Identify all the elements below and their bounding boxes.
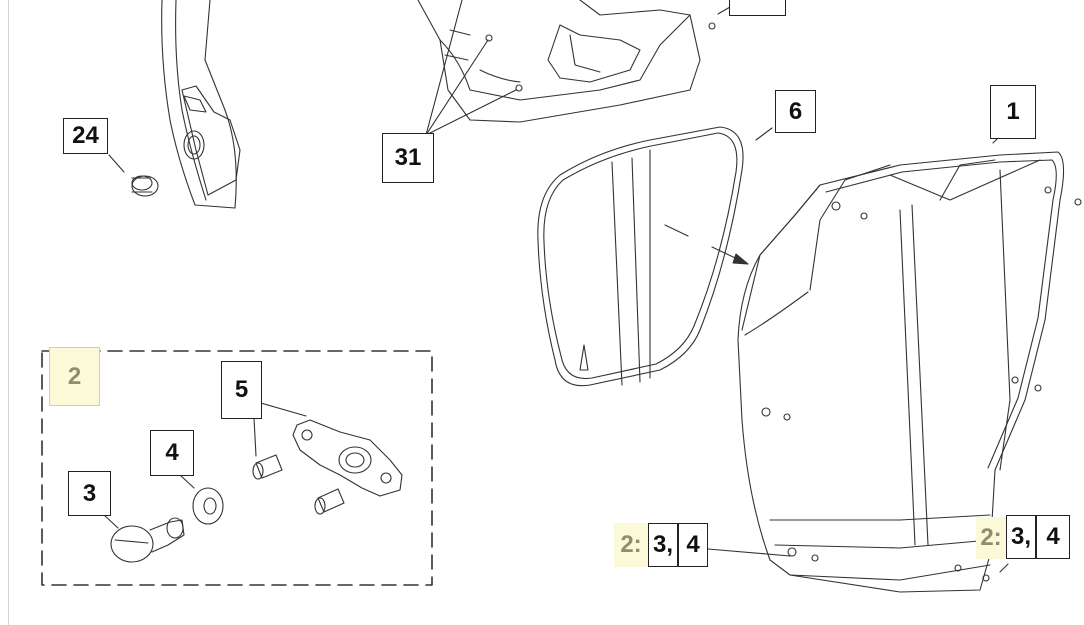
hw-left-ref-3-number: 3 [653,531,667,558]
bracket-part-5 [292,419,403,497]
hw-right-ref-4[interactable]: 4 [1036,515,1070,559]
upper-housing-part [417,0,701,123]
leader-3 [103,514,119,529]
leader-4 [179,474,195,489]
leader-6 [755,127,773,141]
kit-2-dashed-frame [41,350,433,586]
callout-kit-2[interactable]: 2 [49,347,100,406]
leader-24 [108,154,125,173]
hw-left-separator: , [666,531,674,558]
leader-hw-right [999,563,1009,573]
leader-top-ref [717,6,731,15]
fit-direction-arrow [664,224,749,265]
shield-part-6 [537,126,744,387]
fastener-part-3 [110,517,185,563]
page-border [8,0,9,625]
callout-24[interactable]: 24 [63,118,108,154]
plug-part-24 [131,175,159,197]
screw-top [708,22,716,30]
leader-hw-left [707,548,791,557]
hw-left-kit-ref[interactable]: 2: [614,523,648,567]
callout-top-clipped[interactable] [729,0,786,16]
hw-right-kit-ref[interactable]: 2: [976,517,1006,559]
callout-6[interactable]: 6 [775,90,816,133]
leaders-5 [253,400,307,457]
callout-31[interactable]: 31 [382,133,434,183]
hw-left-ref-4[interactable]: 4 [678,523,708,567]
pin-bolts [252,454,345,515]
callout-5[interactable]: 5 [221,361,262,419]
callout-3[interactable]: 3 [68,471,111,516]
callout-4[interactable]: 4 [150,430,194,476]
hw-right-separator: , [1024,523,1032,550]
arm-strut-part [161,0,241,209]
washer-part-4 [192,487,224,525]
hw-right-ref-3[interactable]: 3, [1006,515,1036,559]
panel-screws [761,186,1082,582]
side-panel-part-1 [737,151,1065,593]
leaders-31 [425,0,517,136]
hw-right-ref-3-number: 3 [1011,523,1025,550]
callout-1[interactable]: 1 [990,85,1036,139]
hw-left-ref-3[interactable]: 3, [648,523,678,567]
